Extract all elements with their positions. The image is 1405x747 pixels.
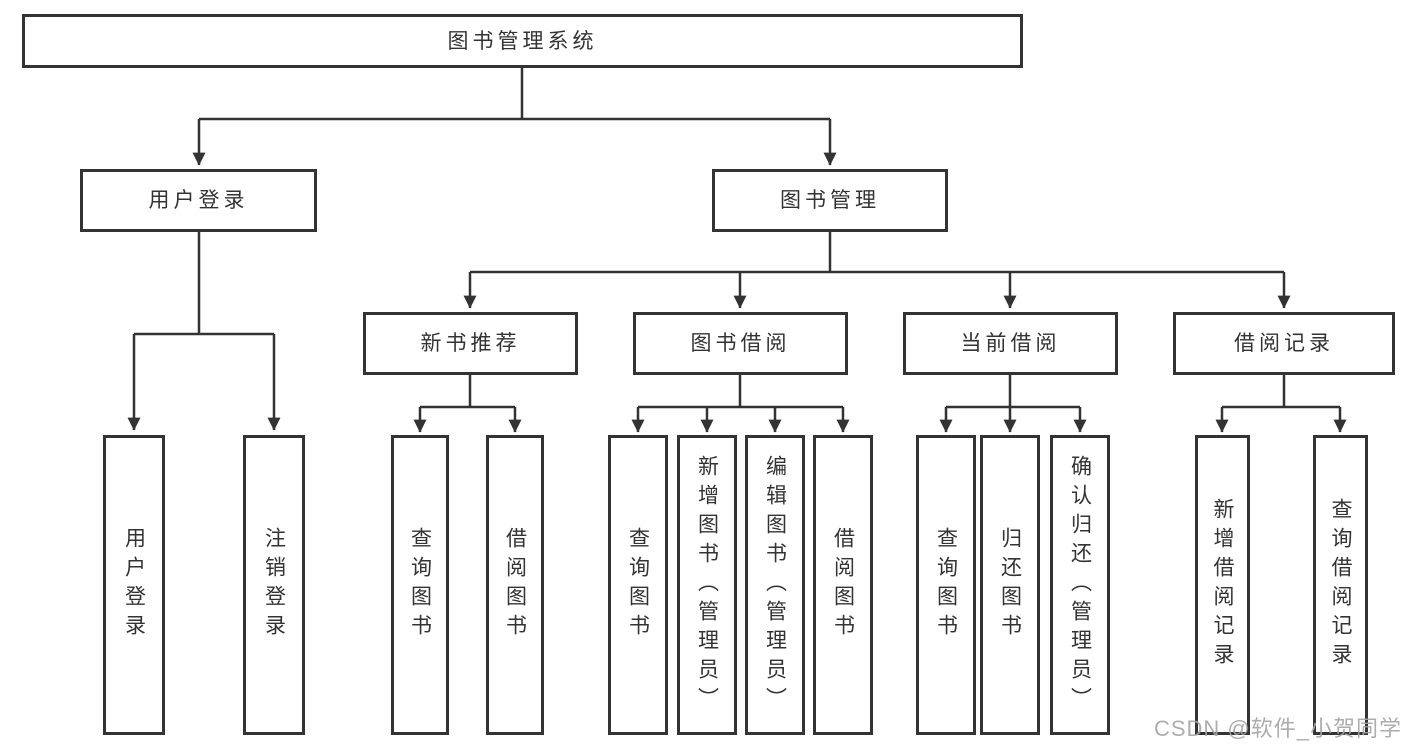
leaf-user-login: 用户登录 [103, 435, 165, 735]
node-library-management-system: 图书管理系统 [22, 14, 1023, 68]
leaf-logout: 注销登录 [243, 435, 305, 735]
csdn-watermark: CSDN @软件_小贺同学 [1153, 716, 1402, 741]
leaf-query-books-3: 查询图书 [916, 435, 976, 735]
leaf-query-books-2: 查询图书 [608, 435, 668, 735]
node-new-book-recommendation: 新书推荐 [363, 312, 578, 375]
leaf-query-books-1: 查询图书 [391, 435, 449, 735]
leaf-add-borrow-record: 新增借阅记录 [1195, 435, 1250, 735]
node-borrowing-records: 借阅记录 [1173, 312, 1395, 375]
node-current-borrowing: 当前借阅 [903, 312, 1118, 375]
leaf-borrow-books-2: 借阅图书 [813, 435, 873, 735]
leaf-confirm-return-admin: 确认归还（管理员） [1050, 435, 1110, 735]
node-book-management: 图书管理 [712, 169, 948, 232]
leaf-add-books-admin: 新增图书（管理员） [677, 435, 737, 735]
leaf-query-borrow-record: 查询借阅记录 [1313, 435, 1368, 735]
node-user-login: 用户登录 [80, 169, 317, 232]
node-book-borrowing: 图书借阅 [633, 312, 848, 375]
leaf-borrow-books-1: 借阅图书 [486, 435, 544, 735]
leaf-return-books: 归还图书 [980, 435, 1040, 735]
leaf-edit-books-admin: 编辑图书（管理员） [745, 435, 805, 735]
